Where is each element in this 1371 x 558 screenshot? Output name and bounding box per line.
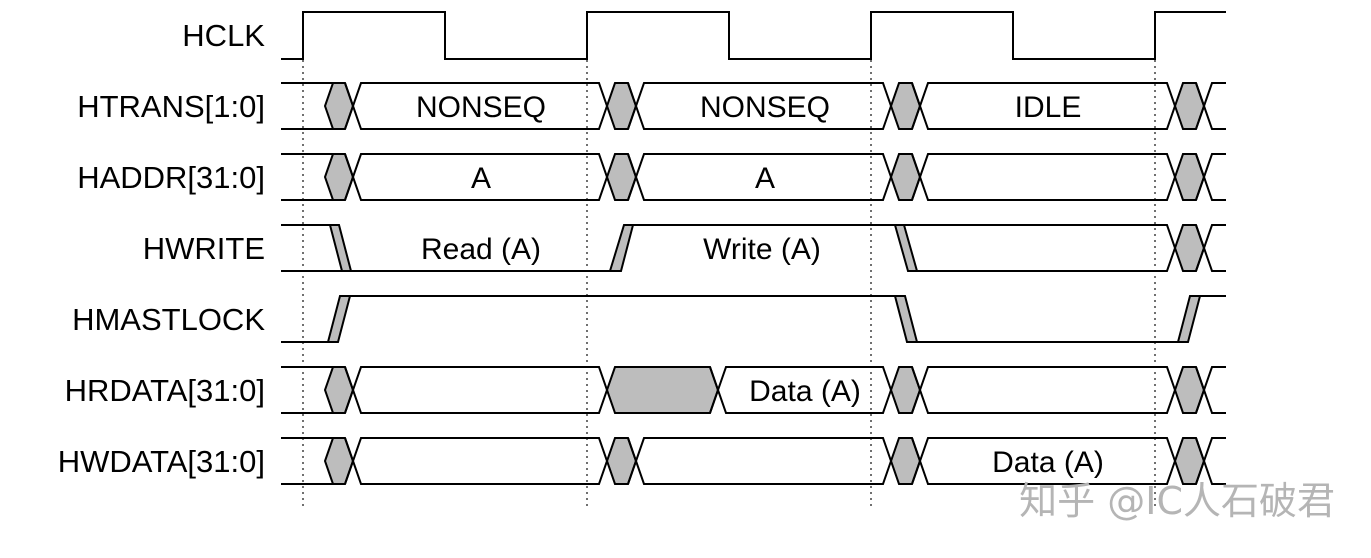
hrdata-value: Data (A) <box>749 375 861 408</box>
htrans-value-3: IDLE <box>1015 91 1082 124</box>
haddr-transition-1 <box>323 153 355 201</box>
signal-label-hmastlock: HMASTLOCK <box>72 302 265 337</box>
hmastlock-rise-transition <box>326 295 352 343</box>
hwrite-value-2: Write (A) <box>703 233 821 266</box>
clock-edge-guides <box>302 60 1156 508</box>
haddr-transition-3 <box>889 153 922 201</box>
hwdata-transition-4 <box>1173 437 1206 485</box>
hwdata-transition-2 <box>605 437 638 485</box>
signal-labels: HCLK HTRANS[1:0] HADDR[31:0] HWRITE HMAS… <box>58 18 266 479</box>
hwdata-value: Data (A) <box>992 446 1104 479</box>
hwrite-value-1: Read (A) <box>421 233 541 266</box>
hwrite-transition-4 <box>1173 224 1206 272</box>
hwdata-bus-lines <box>281 437 1226 485</box>
haddr-bus-lines <box>281 153 1226 201</box>
htrans-transition-4 <box>1173 82 1206 130</box>
hmastlock-rise-transition-2 <box>1176 295 1202 343</box>
htrans-transition-1 <box>323 82 355 130</box>
hwdata-waveform: Data (A) <box>281 437 1226 485</box>
signal-label-htrans: HTRANS[1:0] <box>77 89 265 124</box>
hwdata-transition-3 <box>889 437 922 485</box>
hmastlock-waveform <box>281 295 1226 343</box>
hwrite-fall-transition <box>328 224 353 272</box>
hrdata-bus-lines <box>281 366 1226 414</box>
watermark-text: 知乎 @IC人石破君 <box>1019 479 1335 523</box>
htrans-value-2: NONSEQ <box>700 91 830 124</box>
htrans-waveform: NONSEQ NONSEQ IDLE <box>281 82 1226 130</box>
haddr-transition-2 <box>605 153 638 201</box>
hwrite-waveform: Read (A) Write (A) <box>281 224 1226 272</box>
haddr-value-1: A <box>471 162 491 195</box>
hrdata-transition-4 <box>1173 366 1206 414</box>
hclk-waveform <box>281 11 1226 60</box>
signal-label-hwrite: HWRITE <box>143 231 265 266</box>
htrans-transition-3 <box>889 82 922 130</box>
hwrite-rise-transition <box>608 224 635 272</box>
hrdata-invalid-region <box>605 366 720 414</box>
htrans-bus-lines <box>281 82 1226 130</box>
hwrite-fall-transition-2 <box>893 224 919 272</box>
signal-label-haddr: HADDR[31:0] <box>77 160 265 195</box>
haddr-value-2: A <box>755 162 775 195</box>
hrdata-transition-3 <box>889 366 922 414</box>
hwdata-transition-1 <box>323 437 355 485</box>
haddr-waveform: A A <box>281 153 1226 201</box>
htrans-value-1: NONSEQ <box>416 91 546 124</box>
signal-label-hrdata: HRDATA[31:0] <box>65 373 265 408</box>
hrdata-transition-1 <box>323 366 355 414</box>
hwrite-lines <box>281 224 1226 272</box>
signal-label-hwdata: HWDATA[31:0] <box>58 444 265 479</box>
htrans-transition-2 <box>605 82 638 130</box>
signal-label-hclk: HCLK <box>182 18 265 53</box>
haddr-transition-4 <box>1173 153 1206 201</box>
hrdata-waveform: Data (A) <box>281 366 1226 414</box>
hmastlock-fall-transition <box>893 295 919 343</box>
hmastlock-lines <box>281 295 1226 343</box>
